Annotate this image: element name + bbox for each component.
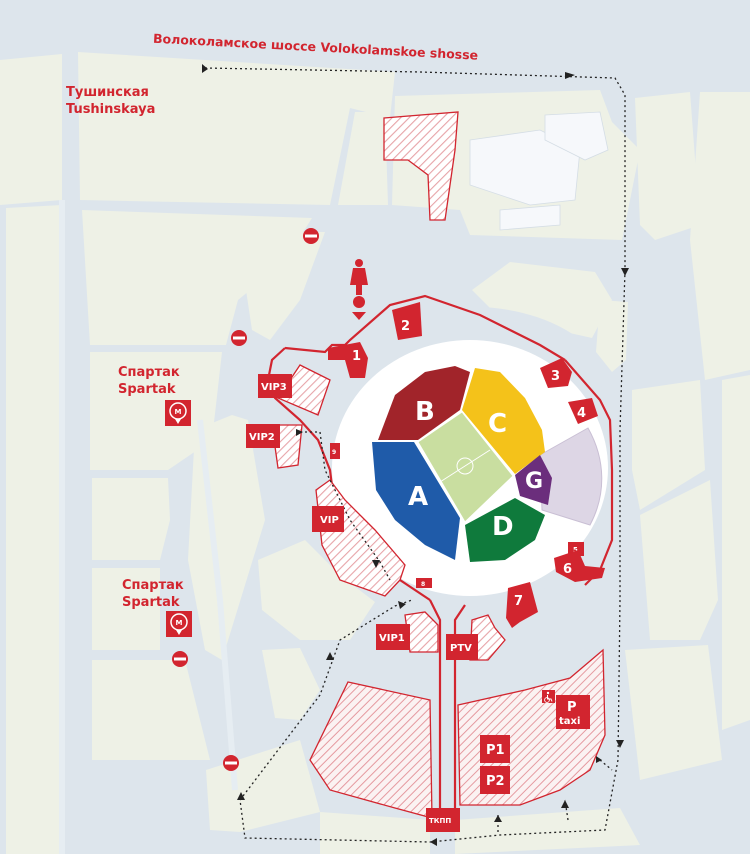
gate-2[interactable]: 2 — [392, 302, 422, 340]
gate-7[interactable]: 7 — [506, 582, 538, 628]
sector-a[interactable] — [372, 442, 460, 560]
sector-d-label: D — [492, 512, 514, 542]
metro-glyph: М — [176, 619, 183, 627]
vip-badge[interactable]: VIP — [312, 506, 344, 532]
gate-9-label: 9 — [332, 449, 336, 456]
ptv-label: PTV — [450, 643, 472, 654]
no-entry-icons — [172, 228, 319, 771]
restricted-zones — [271, 111, 606, 819]
gate-6-label: 6 — [563, 562, 572, 577]
tkpp-label: ТКПП — [429, 817, 451, 825]
metro-spartak-1[interactable]: Спартак Spartak М — [118, 365, 191, 426]
away-zone — [539, 427, 603, 526]
gate-9[interactable]: 9 — [330, 443, 340, 459]
no-entry-icon — [172, 651, 188, 667]
taxi-label: taxi — [559, 716, 580, 727]
buildings — [469, 111, 609, 231]
gate-5-label: 5 — [573, 546, 578, 554]
sector-c[interactable] — [462, 368, 545, 474]
gate-8[interactable]: 8 — [416, 578, 432, 588]
pitch — [417, 411, 514, 523]
gate-2-label: 2 — [401, 319, 410, 334]
gate-markers: 1 2 3 4 5 6 7 8 — [328, 302, 605, 628]
sector-b[interactable] — [378, 366, 470, 440]
taxi-badge[interactable]: P taxi — [556, 695, 590, 729]
road-lines — [59, 200, 238, 854]
ptv-badge[interactable]: PTV — [446, 634, 478, 660]
gate-1-label: 1 — [352, 349, 361, 364]
spartak1-en-label: Spartak — [118, 382, 176, 397]
metro-icon: М — [165, 400, 191, 426]
tushinskaya-ru-label: Тушинская — [66, 85, 149, 100]
stadium-ring-road — [319, 306, 625, 618]
vip3-label: VIP3 — [261, 382, 287, 393]
metro-icon: М — [166, 611, 192, 637]
direction-arrow-icon — [202, 64, 629, 846]
no-entry-icon — [303, 228, 319, 244]
vip3-badge[interactable]: VIP3 — [258, 374, 292, 398]
spartak2-ru-label: Спартак — [122, 578, 184, 593]
pitch-halfway-line — [439, 449, 491, 483]
zone-badges: VIP3 VIP2 VIP VIP1 PTV P1 P2 P ta — [246, 374, 590, 832]
no-entry-icon — [231, 330, 247, 346]
vip2-badge[interactable]: VIP2 — [246, 424, 280, 448]
vip1-label: VIP1 — [379, 633, 405, 644]
spartak1-ru-label: Спартак — [118, 365, 180, 380]
p1-badge[interactable]: P1 — [480, 735, 510, 763]
p2-badge[interactable]: P2 — [480, 766, 510, 794]
sector-b-label: B — [415, 397, 435, 427]
spartak2-en-label: Spartak — [122, 595, 180, 610]
gate-3[interactable]: 3 — [540, 358, 572, 388]
sector-c-label: C — [488, 409, 507, 439]
p1-label: P1 — [486, 743, 505, 758]
wheelchair-icon — [542, 690, 555, 703]
sector-g[interactable] — [515, 455, 552, 505]
gate-1[interactable]: 1 — [328, 342, 368, 378]
tkpp-badge[interactable]: ТКПП — [426, 808, 460, 832]
stadium-bowl: B C A D G — [372, 366, 603, 562]
tushinskaya-en-label: Tushinskaya — [66, 102, 155, 117]
gate-7-label: 7 — [514, 594, 523, 609]
no-entry-icon — [223, 755, 239, 771]
pitch-center-circle — [456, 457, 474, 475]
gate-8-label: 8 — [421, 581, 425, 588]
statue-icon — [350, 259, 368, 320]
gate-6[interactable]: 6 — [554, 550, 605, 582]
p2-label: P2 — [486, 774, 505, 789]
metro-tushinskaya[interactable]: Тушинская Tushinskaya — [66, 85, 155, 117]
vip-label: VIP — [320, 515, 339, 526]
sector-a-label: A — [408, 482, 428, 512]
metro-spartak-2[interactable]: Спартак Spartak М — [122, 578, 192, 637]
vip1-badge[interactable]: VIP1 — [376, 624, 410, 650]
sector-g-label: G — [525, 469, 543, 494]
gate-3-label: 3 — [551, 369, 560, 384]
metro-glyph: М — [175, 408, 182, 416]
taxi-p-label: P — [567, 700, 577, 715]
gate-4[interactable]: 4 — [568, 398, 598, 424]
gate-4-label: 4 — [577, 406, 586, 421]
sector-d[interactable] — [465, 498, 545, 562]
vip2-label: VIP2 — [249, 432, 275, 443]
